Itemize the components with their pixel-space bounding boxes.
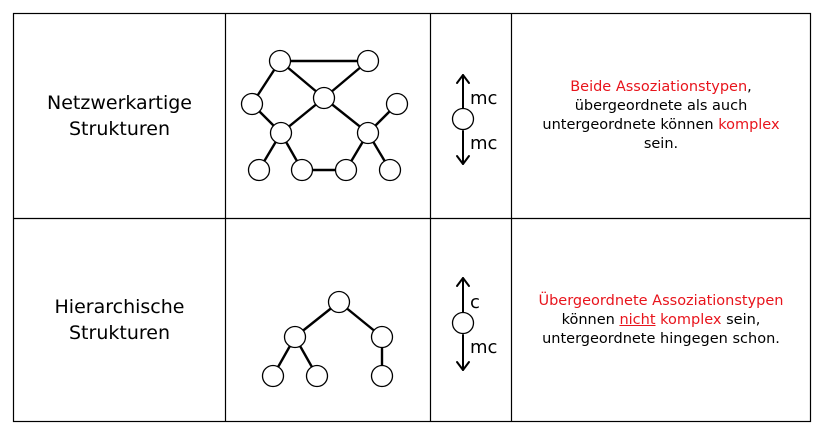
node bbox=[268, 49, 292, 73]
row2-desc-line2-red: komplex bbox=[660, 311, 722, 328]
row1-desc-line3-pre: untergeordnete können bbox=[542, 117, 719, 133]
arrow-up-head bbox=[456, 74, 470, 84]
row2-desc-line3: untergeordnete hingegen schon. bbox=[542, 330, 780, 347]
row1-description: Beide Assoziationstypen, übergeordnete a… bbox=[512, 14, 810, 218]
node bbox=[385, 92, 409, 116]
row2-desc-line2-nicht: nicht bbox=[619, 311, 656, 328]
row1-desc-line1-red: Beide Assoziationstypen bbox=[570, 79, 748, 95]
row1-label: Netzwerkartige Strukturen bbox=[14, 14, 225, 218]
node bbox=[370, 364, 394, 388]
row2-assoc-top: c bbox=[470, 292, 480, 313]
row2-description: Übergeordnete Assoziationstypen können n… bbox=[512, 219, 810, 421]
row2-assoc-bottom: mc bbox=[470, 337, 497, 358]
association-node bbox=[451, 107, 475, 131]
row2-label-line2: Strukturen bbox=[69, 322, 170, 344]
arrow-down-head bbox=[456, 361, 470, 371]
node bbox=[356, 49, 380, 73]
row2-label: Hierarchische Strukturen bbox=[14, 219, 225, 421]
row1-desc-line1: Beide Assoziationstypen, bbox=[542, 78, 779, 97]
node bbox=[247, 158, 271, 182]
association-node bbox=[451, 311, 475, 335]
node bbox=[327, 290, 351, 314]
row2-label-line1: Hierarchische bbox=[54, 296, 185, 318]
row1-assoc-top: mc bbox=[470, 88, 497, 109]
node bbox=[290, 158, 314, 182]
row2-desc-line2-pre: können bbox=[561, 311, 620, 328]
row1-desc-line1-tail: , bbox=[747, 79, 752, 95]
row1-assoc-bottom: mc bbox=[470, 133, 497, 154]
node bbox=[283, 325, 307, 349]
row2-desc-line2: können nicht komplex sein, bbox=[538, 311, 783, 330]
row1-label-line1: Netzwerkartige bbox=[47, 92, 192, 114]
row1-label-line2: Strukturen bbox=[69, 118, 170, 140]
node bbox=[240, 92, 264, 116]
node bbox=[334, 158, 358, 182]
node bbox=[305, 364, 329, 388]
row1-desc-line3: untergeordnete können komplex bbox=[542, 116, 779, 135]
row1-desc-line4: sein. bbox=[643, 136, 679, 152]
row2-desc-line2-post: sein, bbox=[721, 311, 761, 328]
arrow-up-head bbox=[456, 277, 470, 287]
arrow-down-head bbox=[456, 155, 470, 165]
row1-desc-line3-red: komplex bbox=[718, 117, 780, 133]
node bbox=[378, 158, 402, 182]
row2-desc-line1: Übergeordnete Assoziationstypen bbox=[538, 292, 784, 309]
row1-desc-line2: übergeordnete als auch bbox=[574, 98, 748, 114]
node bbox=[312, 86, 336, 110]
node bbox=[356, 121, 380, 145]
node bbox=[370, 325, 394, 349]
node bbox=[261, 364, 285, 388]
node bbox=[269, 121, 293, 145]
